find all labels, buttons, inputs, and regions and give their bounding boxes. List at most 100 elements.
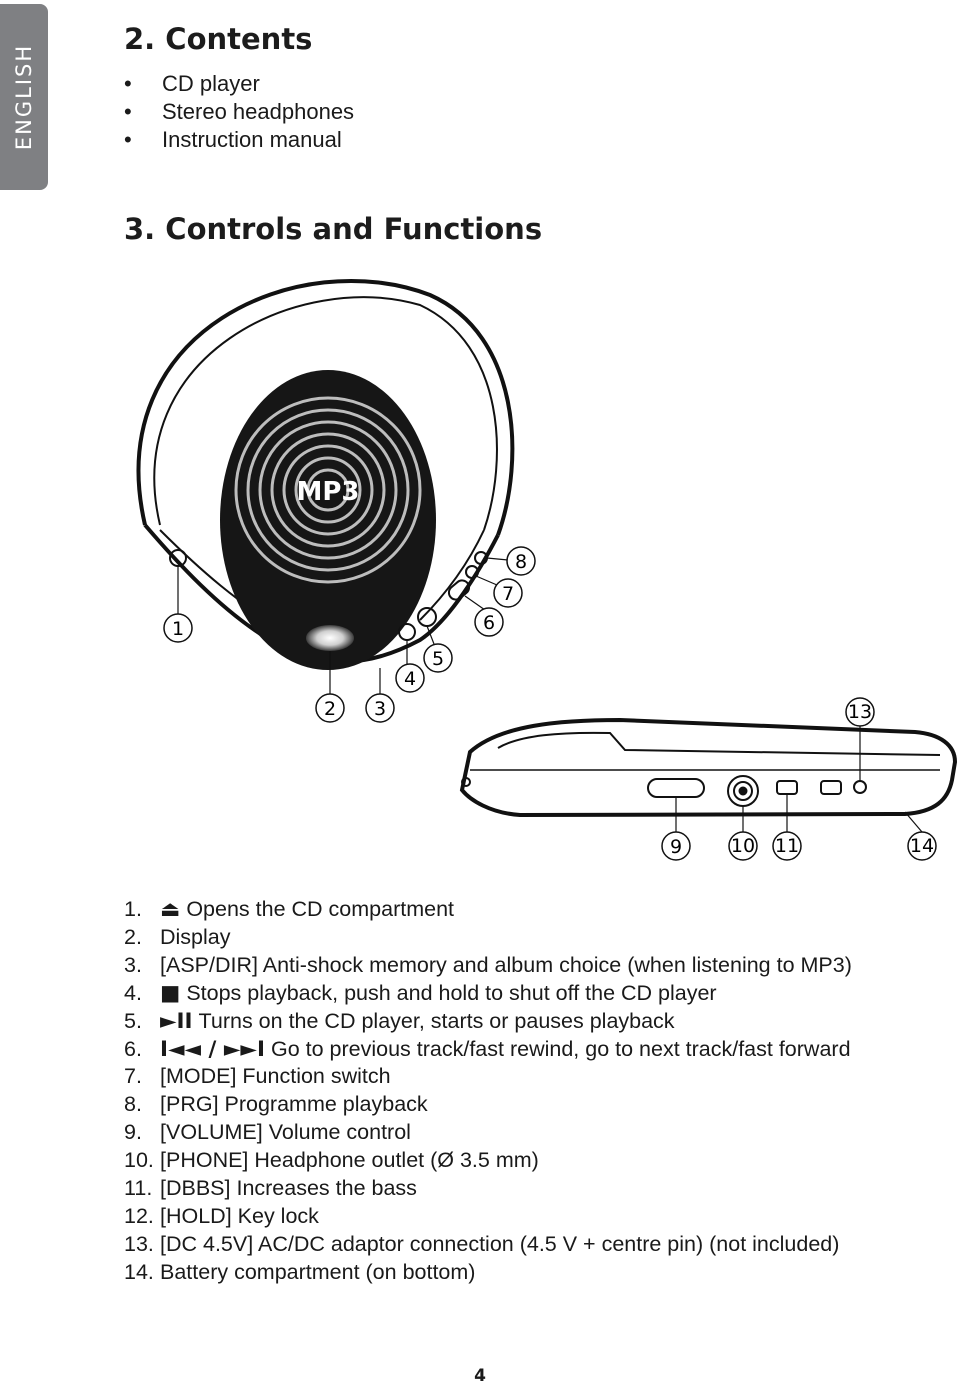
hold-switch — [820, 780, 842, 795]
function-description: [ASP/DIR] Anti-shock memory and album ch… — [160, 952, 852, 977]
player-side-view — [459, 717, 958, 818]
display-window — [306, 625, 354, 651]
function-item-number: 8. — [124, 1092, 142, 1117]
function-description: [VOLUME] Volume control — [160, 1120, 411, 1145]
contents-item: Instruction manual — [124, 126, 354, 154]
control-symbol-icon: I◄◄ / ►►I — [160, 1036, 265, 1062]
callout-13: 13 — [845, 697, 875, 727]
svg-text:9: 9 — [670, 836, 682, 858]
svg-text:5: 5 — [432, 648, 444, 670]
top-view-leader-lines — [177, 557, 509, 694]
function-item-text: [HOLD] Key lock — [160, 1203, 319, 1231]
svg-text:8: 8 — [515, 551, 527, 573]
function-description: Battery compartment (on bottom) — [160, 1259, 476, 1284]
side-view-leader-lines — [675, 724, 923, 833]
function-item-number: 13. — [124, 1231, 154, 1256]
function-description: [DBBS] Increases the bass — [160, 1176, 417, 1201]
contents-heading: 2. Contents — [124, 22, 313, 56]
function-item-number: 14. — [124, 1259, 154, 1284]
control-symbol-icon: ⏏ — [160, 897, 181, 922]
callout-5: 5 — [423, 643, 453, 673]
control-symbol-icon: ►II — [160, 1008, 193, 1034]
callout-6: 6 — [474, 607, 504, 637]
callout-14: 14 — [907, 831, 937, 861]
callout-markers: 1 2 3 4 5 6 7 8 9 10 11 13 14 — [163, 546, 937, 861]
function-item-text: Battery compartment (on bottom) — [160, 1259, 475, 1287]
function-item-number: 7. — [124, 1064, 142, 1089]
cd-player-illustration: MP3 — [136, 279, 958, 861]
callout-4: 4 — [395, 663, 425, 693]
function-description: Turns on the CD player, starts or pauses… — [198, 1008, 675, 1033]
svg-text:13: 13 — [848, 701, 872, 723]
play-pause-button — [417, 607, 437, 627]
function-item: 2. Display — [124, 924, 852, 952]
svg-text:3: 3 — [374, 698, 386, 720]
function-item-number: 5. — [124, 1008, 142, 1033]
callout-7: 7 — [493, 578, 523, 608]
mode-button — [465, 565, 479, 579]
function-item: 13.[DC 4.5V] AC/DC adaptor connection (4… — [124, 1231, 852, 1259]
function-item-text: [DBBS] Increases the bass — [160, 1175, 417, 1203]
function-item-number: 2. — [124, 924, 142, 949]
function-item-text: [PHONE] Headphone outlet (Ø 3.5 mm) — [160, 1147, 539, 1175]
function-item-text: [ASP/DIR] Anti-shock memory and album ch… — [160, 952, 852, 980]
callout-10: 10 — [728, 831, 758, 861]
callout-11: 11 — [772, 831, 802, 861]
svg-text:4: 4 — [404, 668, 416, 690]
function-description: Display — [160, 924, 231, 949]
function-item-text: [PRG] Programme playback — [160, 1091, 428, 1119]
function-item: 12.[HOLD] Key lock — [124, 1203, 852, 1231]
callout-2: 2 — [315, 693, 345, 723]
function-item: 4.■Stops playback, push and hold to shut… — [124, 980, 852, 1008]
callout-3: 3 — [365, 693, 395, 723]
svg-text:2: 2 — [324, 698, 336, 720]
function-item-number: 4. — [124, 980, 142, 1005]
display-dome — [220, 370, 436, 670]
controls-heading: 3. Controls and Functions — [124, 212, 543, 246]
function-item-number: 6. — [124, 1036, 142, 1061]
volume-wheel — [647, 778, 705, 798]
function-item-text: [DC 4.5V] AC/DC adaptor connection (4.5 … — [160, 1231, 839, 1259]
function-item: 1. ⏏Opens the CD compartment — [124, 896, 852, 924]
mp3-logo: MP3 — [296, 477, 359, 507]
skip-rocker — [447, 579, 471, 601]
control-symbol-icon: ■ — [160, 980, 181, 1006]
stop-button — [398, 623, 416, 641]
function-item: 10.[PHONE] Headphone outlet (Ø 3.5 mm) — [124, 1147, 852, 1175]
callout-9: 9 — [661, 831, 691, 861]
function-item-number: 1. — [124, 897, 142, 921]
function-item: 3. [ASP/DIR] Anti-shock memory and album … — [124, 952, 852, 980]
svg-text:6: 6 — [483, 612, 495, 634]
function-item-number: 11. — [124, 1176, 153, 1201]
svg-text:14: 14 — [910, 835, 934, 857]
function-item: 14.Battery compartment (on bottom) — [124, 1259, 852, 1287]
concentric-rings — [234, 396, 422, 584]
function-item: 11. [DBBS] Increases the bass — [124, 1175, 852, 1203]
function-item-number: 10. — [124, 1148, 154, 1173]
language-label: ENGLISH — [12, 43, 36, 151]
dbbs-switch — [776, 780, 798, 795]
function-description: [MODE] Function switch — [160, 1064, 391, 1089]
contents-item: Stereo headphones — [124, 98, 354, 126]
function-item-number: 12. — [124, 1203, 154, 1228]
svg-text:10: 10 — [731, 835, 755, 857]
function-item: 8. [PRG] Programme playback — [124, 1091, 852, 1119]
contents-item: CD player — [124, 70, 354, 98]
function-description: [PHONE] Headphone outlet (Ø 3.5 mm) — [160, 1148, 539, 1173]
function-item: 7. [MODE] Function switch — [124, 1063, 852, 1091]
function-description: [HOLD] Key lock — [160, 1203, 319, 1228]
dc-input — [853, 780, 867, 794]
function-item-text: [MODE] Function switch — [160, 1063, 391, 1091]
function-item-text: ⏏Opens the CD compartment — [160, 896, 454, 924]
svg-text:11: 11 — [775, 835, 799, 857]
callout-8: 8 — [506, 546, 536, 576]
function-description: [PRG] Programme playback — [160, 1092, 428, 1117]
callout-1: 1 — [163, 613, 193, 643]
function-item-number: 3. — [124, 952, 142, 977]
page-number: 4 — [474, 1366, 486, 1386]
function-item-text: Display — [160, 924, 231, 952]
function-item-text: [VOLUME] Volume control — [160, 1119, 411, 1147]
